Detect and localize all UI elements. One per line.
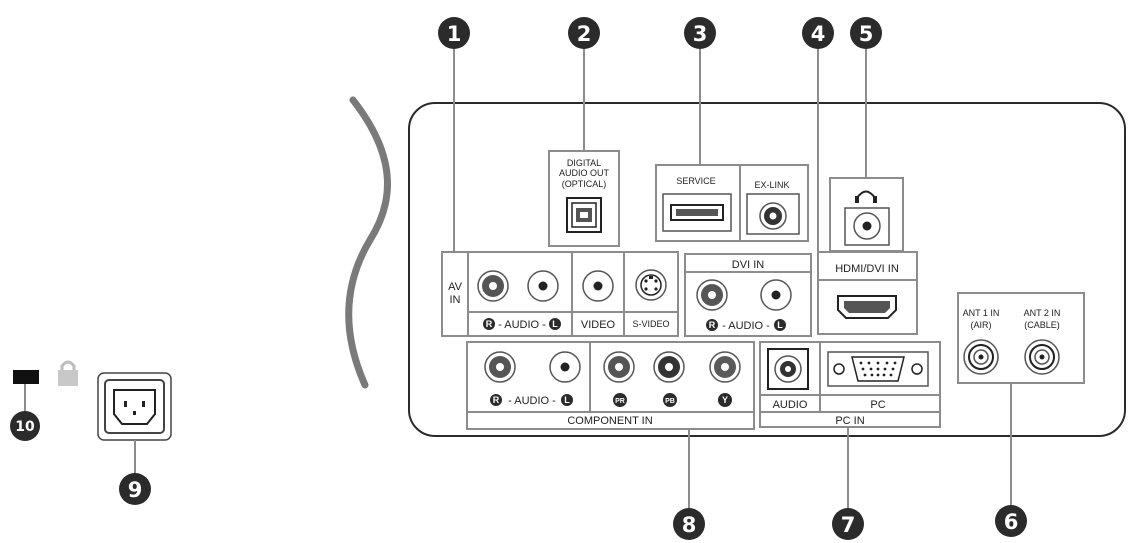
comp-y-badge: [718, 393, 732, 407]
dvi-audio-l-badge: [774, 319, 786, 331]
comp-audio-r-letter: R: [493, 395, 500, 405]
comp-pb-jack: [653, 351, 685, 383]
comp-pr-jack: [603, 351, 635, 383]
pc-in-title: PC IN: [835, 415, 864, 427]
exlink-port: [746, 193, 800, 235]
comp-y-jack: [709, 351, 741, 383]
callout-6: 6: [995, 505, 1027, 537]
av-audio-r-jack: [477, 270, 509, 302]
av-svideo-jack: [635, 269, 667, 301]
svg-text:5: 5: [859, 22, 874, 46]
ant2-label-2: (CABLE): [1024, 320, 1060, 330]
av-audio-r-badge: [483, 318, 495, 330]
service-label: SERVICE: [676, 176, 715, 186]
hdmi-port: [837, 295, 897, 319]
dvi-audio-r-jack: [696, 279, 728, 311]
dvi-audio-r-letter: R: [709, 320, 716, 330]
callout-3: 3: [684, 17, 716, 49]
component-in-section: R - AUDIO - L PR PB Y COMPONENT IN: [466, 341, 755, 430]
svg-text:8: 8: [682, 513, 697, 537]
comp-pr-letter: PR: [615, 398, 625, 405]
digital-audio-line1: DIGITAL: [567, 158, 601, 168]
comp-audio-label: - AUDIO -: [508, 395, 556, 407]
av-in-title-1: AV: [448, 281, 463, 293]
service-exlink-section: SERVICE EX-LINK: [655, 164, 809, 242]
digital-audio-out-section: DIGITAL AUDIO OUT (OPTICAL): [548, 150, 620, 247]
power-inlet-icon: [97, 372, 172, 441]
av-audio-r-letter: R: [486, 319, 493, 329]
leader-lines: [453, 48, 1012, 512]
cable-curve: [345, 96, 391, 389]
callout-2: 2: [568, 17, 600, 49]
svg-text:1: 1: [447, 22, 462, 46]
comp-audio-r-jack: [484, 351, 516, 383]
headphone-jack: [844, 207, 890, 246]
pc-audio-label: AUDIO: [773, 399, 808, 411]
dvi-audio-r-badge: [706, 319, 718, 331]
comp-pb-badge: [663, 393, 677, 407]
svg-text:9: 9: [128, 478, 143, 502]
dvi-audio-label: - AUDIO -: [722, 320, 770, 332]
comp-pb-letter: PB: [665, 398, 675, 405]
ant2-label-1: ANT 2 IN: [1024, 308, 1061, 318]
av-in-title-2: IN: [450, 294, 461, 306]
callout-8: 8: [673, 508, 705, 540]
hdmi-dvi-in-title: HDMI/DVI IN: [835, 263, 899, 275]
comp-audio-r-badge: [490, 394, 502, 406]
av-video-jack: [582, 270, 614, 302]
av-in-section: AV IN R - AUDIO - L VIDEO: [441, 251, 679, 337]
av-audio-l-jack: [527, 270, 559, 302]
av-video-label: VIDEO: [581, 319, 616, 331]
svg-text:6: 6: [1004, 510, 1019, 534]
pc-label: PC: [870, 399, 885, 411]
pc-audio-jack: [767, 348, 809, 390]
pc-in-section: AUDIO PC PC IN: [759, 341, 941, 428]
callout-4: 4: [802, 17, 834, 49]
comp-audio-l-letter: L: [564, 395, 570, 405]
dvi-in-title: DVI IN: [732, 259, 764, 271]
digital-audio-line2: AUDIO OUT: [559, 168, 610, 178]
comp-audio-l-badge: [561, 394, 573, 406]
pc-vga-port: [827, 351, 929, 387]
callout-7: 7: [832, 508, 864, 540]
comp-y-letter: Y: [722, 395, 728, 405]
antenna-section: ANT 1 IN (AIR) ANT 2 IN (CABLE): [957, 292, 1085, 384]
svg-text:7: 7: [841, 513, 856, 537]
headphone-section: [829, 177, 904, 252]
ant2-connector: [1024, 339, 1060, 375]
hdmi-dvi-in-section: HDMI/DVI IN: [817, 251, 918, 335]
digital-audio-line3: (OPTICAL): [562, 179, 607, 189]
comp-pr-badge: [613, 393, 627, 407]
component-in-title: COMPONENT IN: [567, 415, 652, 427]
exlink-label: EX-LINK: [754, 180, 789, 190]
svg-text:4: 4: [811, 22, 826, 46]
callout-1: 1: [438, 17, 470, 49]
svg-text:3: 3: [693, 22, 708, 46]
svg-text:10: 10: [15, 419, 35, 435]
dvi-audio-l-jack: [760, 279, 792, 311]
comp-audio-l-jack: [549, 351, 581, 383]
callout-5: 5: [850, 17, 882, 49]
callout-9: 9: [119, 473, 151, 505]
av-svideo-label: S-VIDEO: [632, 319, 669, 329]
service-usb-port: [662, 193, 732, 232]
headphone-icon: [855, 190, 877, 203]
kensington-slot-icon: [13, 370, 39, 384]
optical-port: [566, 197, 602, 233]
ant1-label-2: (AIR): [971, 320, 992, 330]
ant1-connector: [963, 339, 999, 375]
av-audio-l-letter: L: [552, 319, 558, 329]
callout-10: 10: [10, 411, 40, 441]
lock-icon: [58, 360, 78, 386]
dvi-in-section: DVI IN R - AUDIO - L: [684, 253, 812, 337]
ant1-label-1: ANT 1 IN: [963, 308, 1000, 318]
av-audio-l-badge: [549, 318, 561, 330]
dvi-audio-l-letter: L: [777, 320, 783, 330]
av-audio-label: - AUDIO -: [498, 319, 546, 331]
svg-text:2: 2: [577, 22, 592, 46]
